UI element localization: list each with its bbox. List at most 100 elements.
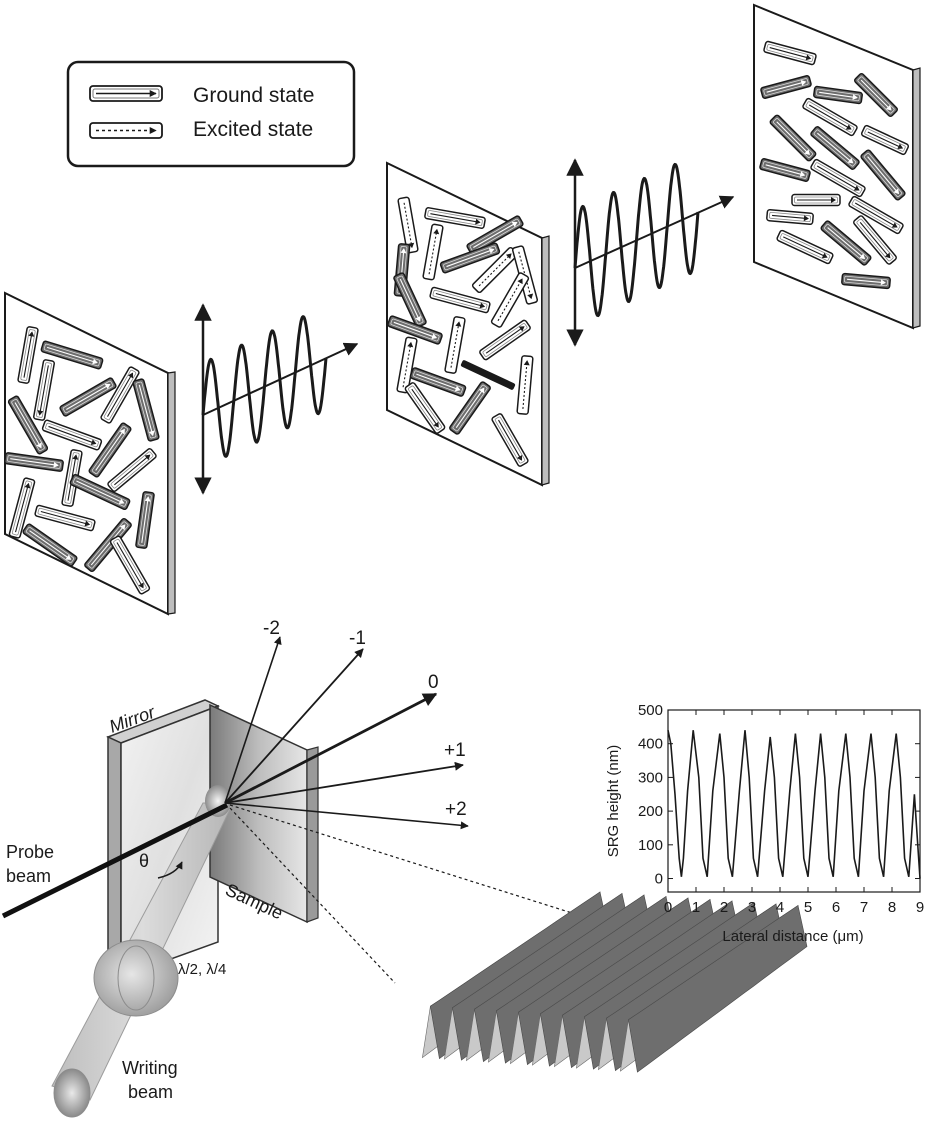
- y-tick-label: 100: [638, 837, 663, 854]
- probe-beam-label-line2: beam: [6, 866, 51, 886]
- order-plus1-ray: [224, 761, 464, 804]
- light-rod: [860, 124, 910, 156]
- dark-rod: [7, 395, 49, 455]
- zoom-guide-lower: [229, 807, 396, 984]
- order-label-zero: 0: [428, 672, 439, 693]
- light-rod: [791, 193, 841, 207]
- dark-rod: [22, 523, 78, 567]
- y-axis-label: SRG height (nm): [605, 745, 622, 858]
- rods-group-initial: [4, 326, 160, 595]
- x-tick-label: 0: [664, 899, 672, 916]
- beam-end-icon: [53, 1068, 91, 1118]
- y-tick-label: 500: [638, 702, 663, 719]
- dark-rod: [59, 377, 117, 417]
- diffraction-orders: [224, 636, 469, 830]
- light-rod: [34, 504, 96, 532]
- y-tick-label: 200: [638, 803, 663, 820]
- mirror: [106, 699, 220, 979]
- dark-rod: [841, 272, 891, 290]
- light-rod: [848, 195, 904, 235]
- panel-initial: [4, 291, 176, 616]
- grating-ridge-shadow: [628, 905, 808, 1073]
- wave-icon: [201, 315, 328, 458]
- light-rod: [109, 535, 151, 595]
- dark-rod: [88, 422, 132, 478]
- waveplate-label: λ/2, λ/4: [178, 961, 226, 978]
- excited-rod: [422, 223, 444, 281]
- propagation-arrow-icon: [574, 195, 735, 269]
- legend: Ground state Excited state: [66, 60, 356, 168]
- order-label-minus2: -2: [263, 618, 280, 639]
- polarized-wave-2: [566, 158, 735, 347]
- light-rod: [810, 158, 866, 198]
- rods-group-aligned: [759, 40, 910, 290]
- legend-box: [66, 60, 356, 168]
- dark-rod: [135, 491, 155, 549]
- x-axis-label: Lateral distance (μm): [722, 928, 863, 945]
- writing-beam: [51, 802, 234, 1118]
- x-tick-label: 8: [888, 899, 896, 916]
- zoom-guide-upper: [229, 804, 611, 926]
- x-tick-label: 9: [916, 899, 924, 916]
- x-tick-label: 4: [776, 899, 784, 916]
- panel-intermediate: [386, 161, 550, 487]
- dark-rod: [466, 215, 524, 255]
- dark-rod: [759, 158, 811, 182]
- wave-icon: [573, 162, 700, 318]
- light-rod: [17, 326, 39, 384]
- dark-rod: [860, 149, 906, 201]
- order-label-plus2: +2: [445, 799, 467, 820]
- y-tick-label: 400: [638, 736, 663, 753]
- dark-rod: [69, 473, 131, 511]
- writing-beam-label-line2: beam: [128, 1082, 173, 1102]
- light-rod: [853, 215, 897, 265]
- excited-rod: [516, 355, 534, 415]
- dark-rod: [760, 75, 812, 99]
- dark-rod: [439, 242, 501, 274]
- rods-group-intermediate: [387, 196, 539, 467]
- panel-aligned: [753, 3, 921, 330]
- excited-rod: [397, 196, 419, 254]
- dark-rod: [820, 220, 872, 266]
- excited-rod: [396, 336, 418, 394]
- light-rod: [479, 319, 531, 361]
- light-rod: [491, 413, 529, 467]
- series-line: [667, 730, 921, 879]
- legend-ground-rod: [89, 85, 163, 102]
- legend-ground-label: Ground state: [193, 84, 314, 107]
- dark-rod: [393, 272, 427, 328]
- light-rod: [404, 382, 446, 434]
- polarized-wave-1: [194, 303, 359, 495]
- x-tick-label: 7: [860, 899, 868, 916]
- dark-rod: [810, 126, 860, 170]
- probe-beam-label-line1: Probe: [6, 842, 54, 862]
- probe-beam: [1, 802, 229, 919]
- light-rod: [776, 229, 834, 265]
- legend-excited-label: Excited state: [193, 118, 313, 141]
- dark-rod: [409, 367, 467, 397]
- x-tick-label: 5: [804, 899, 812, 916]
- light-rod: [41, 419, 103, 451]
- writing-beam-label-line1: Writing: [122, 1058, 178, 1078]
- order-label-plus1: +1: [444, 740, 466, 761]
- order-minus1-ray: [224, 648, 364, 804]
- surface-relief-grating-3d: [421, 891, 808, 1073]
- order-minus2-ray: [224, 636, 282, 804]
- dark-rod: [387, 315, 443, 345]
- light-rod: [424, 207, 486, 229]
- dark-rod: [449, 381, 491, 435]
- excited-rod: [444, 316, 466, 374]
- y-tick-label: 0: [655, 871, 663, 888]
- legend-excited-rod: [89, 122, 163, 139]
- dark-rod: [84, 517, 132, 573]
- light-rod: [107, 448, 157, 492]
- light-rod: [802, 97, 858, 137]
- excited-rod: [490, 272, 530, 328]
- order-zero-ray: [224, 692, 438, 805]
- x-tick-label: 2: [720, 899, 728, 916]
- dark-rod: [813, 85, 863, 105]
